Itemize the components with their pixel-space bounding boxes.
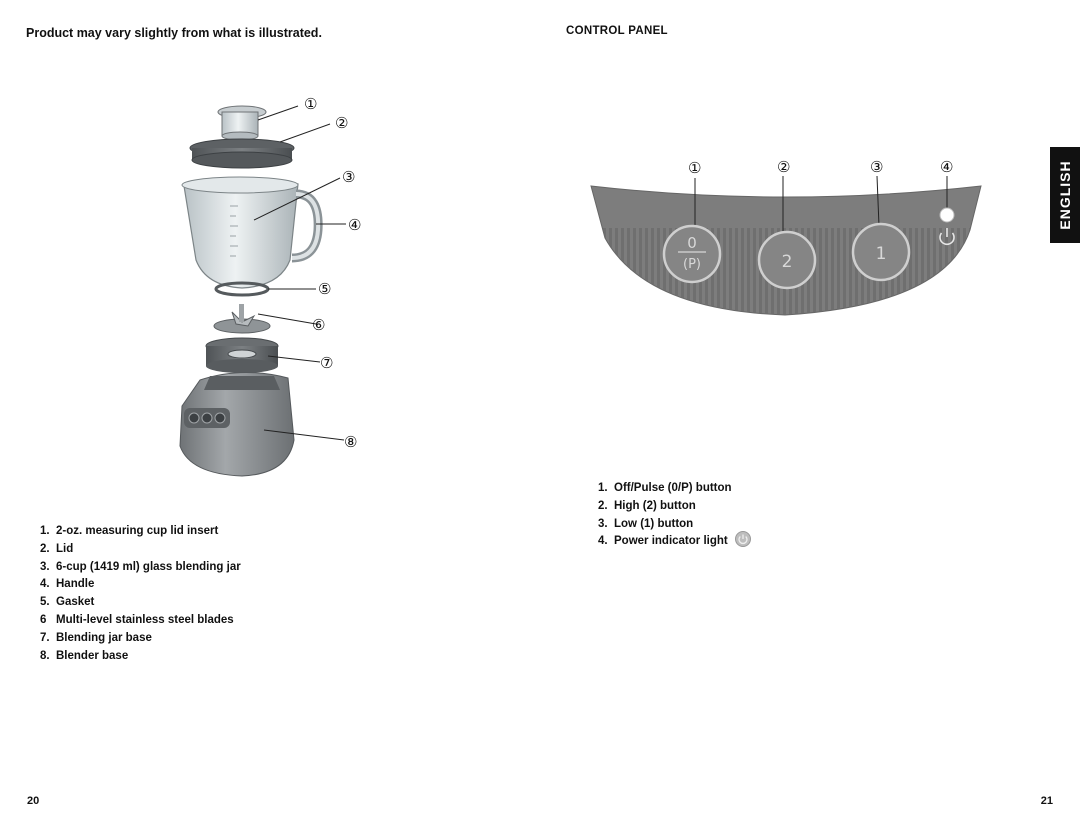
list-item: 7.Blending jar base xyxy=(40,631,152,644)
control-panel-heading: CONTROL PANEL xyxy=(566,25,668,37)
power-icon xyxy=(939,228,955,246)
page-number-left: 20 xyxy=(27,795,40,807)
list-item: 3.Low (1) button xyxy=(598,517,694,530)
callout-5: ⑤ xyxy=(318,280,331,298)
power-icon xyxy=(734,531,751,548)
motor-base-part xyxy=(179,372,295,477)
callout-6: ⑥ xyxy=(312,316,325,334)
callout-4: ④ xyxy=(348,216,361,234)
panel-callout-1: ① xyxy=(688,159,701,177)
callout-8: ⑧ xyxy=(344,433,357,451)
callout-3: ③ xyxy=(342,168,355,186)
svg-text:(P): (P) xyxy=(683,257,701,272)
svg-text:2: 2 xyxy=(782,252,793,272)
power-indicator-light xyxy=(939,207,955,223)
panel-callout-4: ④ xyxy=(940,158,953,176)
svg-text:1: 1 xyxy=(876,244,887,264)
measuring-cup-part xyxy=(217,105,267,141)
parts-list: 1.2-oz. measuring cup lid insert 2.Lid 3… xyxy=(40,523,241,665)
list-item: 1.2-oz. measuring cup lid insert xyxy=(40,525,219,537)
callout-7: ⑦ xyxy=(320,354,333,372)
list-item: 3.6-cup (1419 ml) glass blending jar xyxy=(40,560,241,573)
list-item: 2.Lid xyxy=(40,542,74,555)
language-tab: ENGLISH xyxy=(1050,147,1080,243)
page-number-right: 21 xyxy=(1040,795,1053,807)
panel-callout-3: ③ xyxy=(870,158,883,176)
svg-text:0: 0 xyxy=(687,234,697,252)
jar-base-part xyxy=(205,337,279,373)
control-panel-list: 1.Off/Pulse (0/P) button 2.High (2) butt… xyxy=(598,480,751,551)
list-item: 5.Gasket xyxy=(40,596,95,609)
illustration-disclaimer: Product may vary slightly from what is i… xyxy=(26,26,322,40)
callout-1: ① xyxy=(304,95,317,113)
low-button[interactable]: 1 xyxy=(851,222,911,282)
off-pulse-button[interactable]: 0 (P) xyxy=(662,224,722,284)
glass-jar-part xyxy=(181,176,323,289)
list-item: 4.Handle xyxy=(40,578,95,591)
high-button[interactable]: 2 xyxy=(757,230,817,290)
lid-part xyxy=(189,138,295,169)
control-panel-illustration: ① ② ③ ④ 0 (P) 2 1 xyxy=(590,158,982,316)
list-item: 4.Power indicator light xyxy=(598,531,751,551)
callout-2: ② xyxy=(335,114,348,132)
blender-illustration: ① ② ③ ④ ⑤ ⑥ ⑦ ⑧ xyxy=(179,95,361,477)
list-item: 1.Off/Pulse (0/P) button xyxy=(598,482,732,494)
list-item: 2.High (2) button xyxy=(598,499,696,512)
list-item: 8.Blender base xyxy=(40,649,129,662)
blades-part xyxy=(213,304,271,334)
panel-callout-2: ② xyxy=(777,158,790,176)
